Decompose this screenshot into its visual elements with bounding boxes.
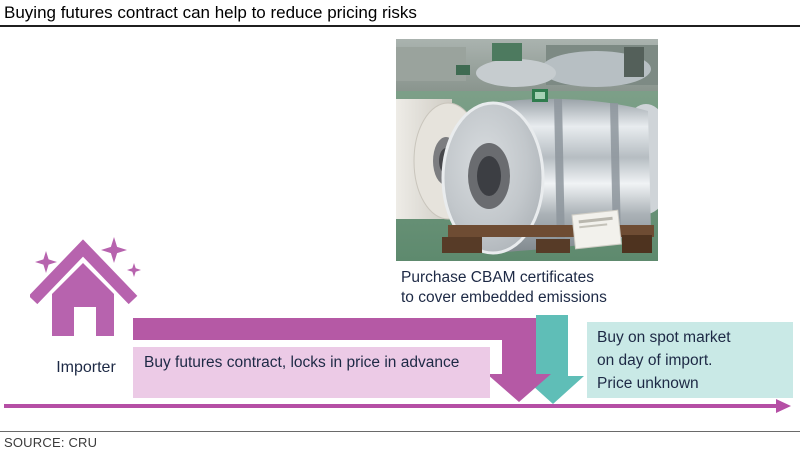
spot-box-line3: Price unknown [597,375,699,392]
footer-divider [0,431,800,432]
timeline-arrow-line [4,404,778,408]
futures-arrow-bar [133,318,536,340]
source-credit: SOURCE: CRU [4,435,98,450]
page-title: Buying futures contract can help to redu… [4,3,417,22]
spot-box-line1: Buy on spot market [597,329,731,346]
spot-box-text: Buy on spot market on day of import. Pri… [587,322,793,395]
cbam-note: Purchase CBAM certificates to cover embe… [401,268,607,308]
sparkle-icon [101,237,127,263]
futures-box: Buy futures contract, locks in price in … [133,347,490,398]
house-icon [28,236,142,340]
house-sparkles-graphic [28,237,141,336]
house-body [52,263,114,336]
sparkle-icon [127,263,141,277]
timeline-arrow-head-icon [776,399,791,413]
sparkle-icon [35,251,57,273]
spot-box-line2: on day of import. [597,352,713,369]
cbam-note-line2: to cover embedded emissions [401,289,607,306]
futures-arrow-head-icon [487,318,551,407]
importer-label: Importer [56,359,116,376]
futures-box-text: Buy futures contract, locks in price in … [144,354,460,371]
steel-coils-photo [394,39,674,261]
spot-box: Buy on spot market on day of import. Pri… [587,322,793,398]
cbam-note-line1: Purchase CBAM certificates [401,269,594,286]
steel-coils-illustration [394,39,674,261]
title-underline [0,0,800,27]
house-roof [28,239,138,305]
